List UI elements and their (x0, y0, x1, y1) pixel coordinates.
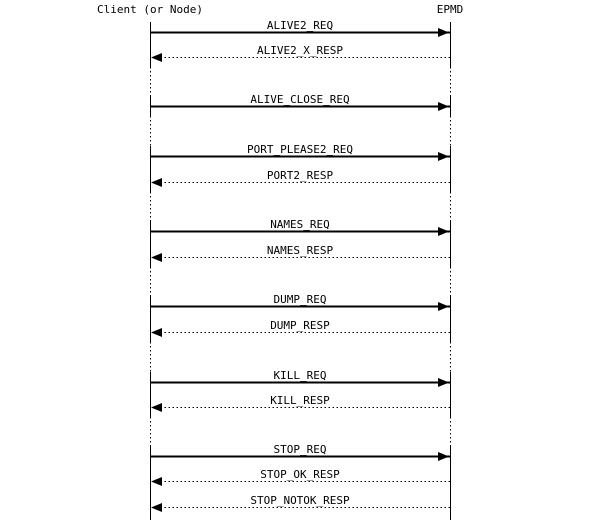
message-label: NAMES_RESP (267, 244, 334, 257)
message-label: STOP_NOTOK_RESP (250, 494, 350, 507)
message-label: STOP_REQ (274, 443, 327, 456)
message-label: STOP_OK_RESP (260, 468, 340, 481)
arrowhead-left-icon (151, 328, 162, 337)
arrowhead-left-icon (151, 477, 162, 486)
arrowhead-right-icon (438, 302, 449, 311)
message-label: ALIVE2_REQ (267, 19, 333, 32)
message-label: ALIVE2_X_RESP (257, 44, 343, 57)
arrowhead-right-icon (438, 28, 449, 37)
arrowhead-right-icon (438, 452, 449, 461)
arrowhead-right-icon (438, 102, 449, 111)
arrowhead-right-icon (438, 227, 449, 236)
arrowhead-left-icon (151, 503, 162, 512)
message-label: PORT2_RESP (267, 169, 334, 182)
message-label: KILL_RESP (270, 394, 330, 407)
actor-label-client: Client (or Node) (97, 3, 203, 16)
message-label: NAMES_REQ (270, 218, 330, 231)
actor-label-epmd: EPMD (436, 3, 464, 16)
message-label: ALIVE_CLOSE_REQ (250, 93, 349, 106)
message-label: DUMP_RESP (270, 319, 330, 332)
arrowhead-right-icon (438, 152, 449, 161)
message-label: PORT_PLEASE2_REQ (247, 143, 353, 156)
arrowhead-right-icon (438, 378, 449, 387)
message-label: DUMP_REQ (274, 293, 327, 306)
arrowhead-left-icon (151, 253, 162, 262)
arrowhead-left-icon (151, 178, 162, 187)
message-label: KILL_REQ (274, 369, 327, 382)
arrowhead-left-icon (151, 403, 162, 412)
arrowhead-left-icon (151, 53, 162, 62)
